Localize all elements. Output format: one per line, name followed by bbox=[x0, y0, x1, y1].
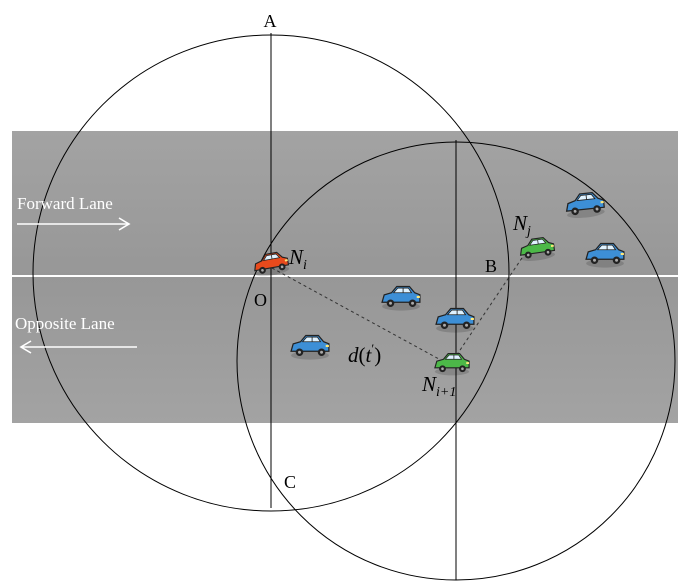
node-nj-label: Nj bbox=[512, 211, 531, 239]
forward-lane-label: Forward Lane bbox=[17, 194, 113, 213]
point-o-label: O bbox=[254, 290, 267, 310]
point-c-label: C bbox=[284, 472, 296, 492]
point-a-label: A bbox=[264, 11, 277, 31]
arrow-right-icon bbox=[17, 217, 131, 231]
link-ni-ni1 bbox=[271, 267, 451, 366]
opposite-lane-label: Opposite Lane bbox=[15, 314, 115, 333]
point-b-label: B bbox=[485, 256, 497, 276]
distance-label: d(t′) bbox=[348, 341, 381, 367]
arrow-left-icon bbox=[19, 340, 137, 354]
node-ni-label: Ni bbox=[288, 245, 307, 273]
node-ni1-label: Ni+1 bbox=[421, 372, 456, 400]
